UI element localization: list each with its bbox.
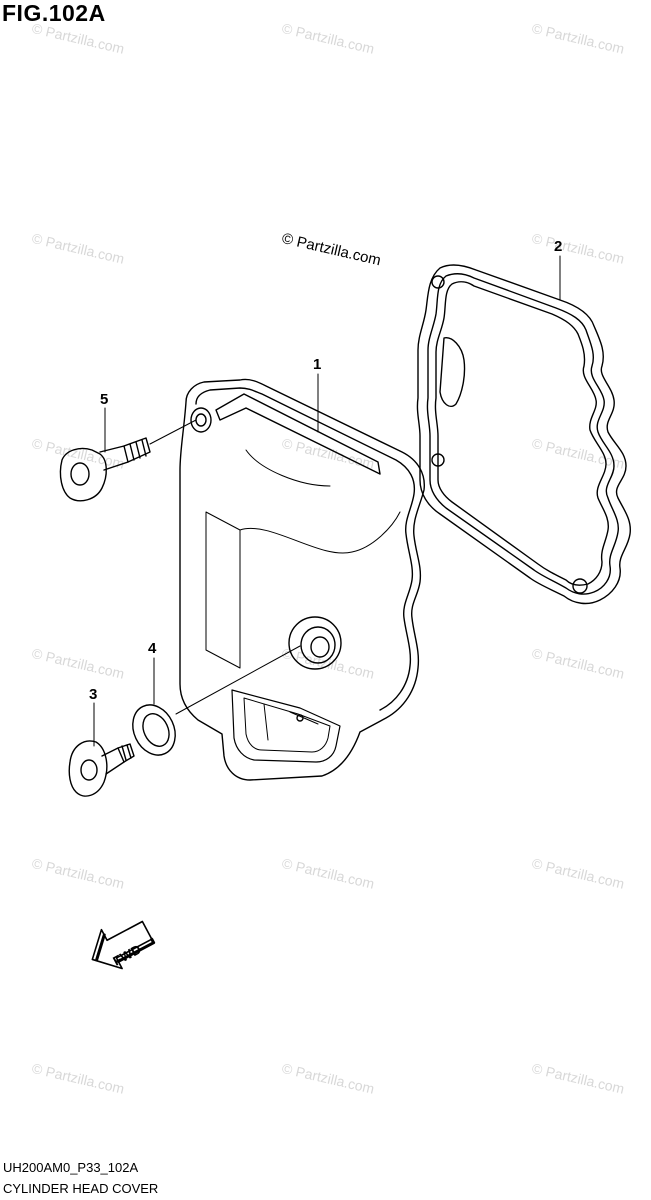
callout-3: 3 xyxy=(89,686,98,703)
bolt-part-5 xyxy=(59,419,197,502)
callout-4: 4 xyxy=(148,640,157,657)
figure-title: FIG.102A xyxy=(2,0,106,26)
diagram-code: UH200AM0_P33_102A xyxy=(3,1160,139,1175)
callout-2: 2 xyxy=(554,238,563,255)
forward-arrow-icon xyxy=(91,920,156,970)
callout-1: 1 xyxy=(313,356,322,373)
diagram-name: CYLINDER HEAD COVER xyxy=(3,1181,159,1196)
cylinder-head-cover-part-1 xyxy=(179,378,425,781)
washer-part-4 xyxy=(132,645,301,756)
gasket-part-2 xyxy=(416,264,632,605)
leader-lines xyxy=(93,255,561,747)
callout-5: 5 xyxy=(100,391,109,408)
oil-filler-screw-part-3 xyxy=(68,740,135,797)
